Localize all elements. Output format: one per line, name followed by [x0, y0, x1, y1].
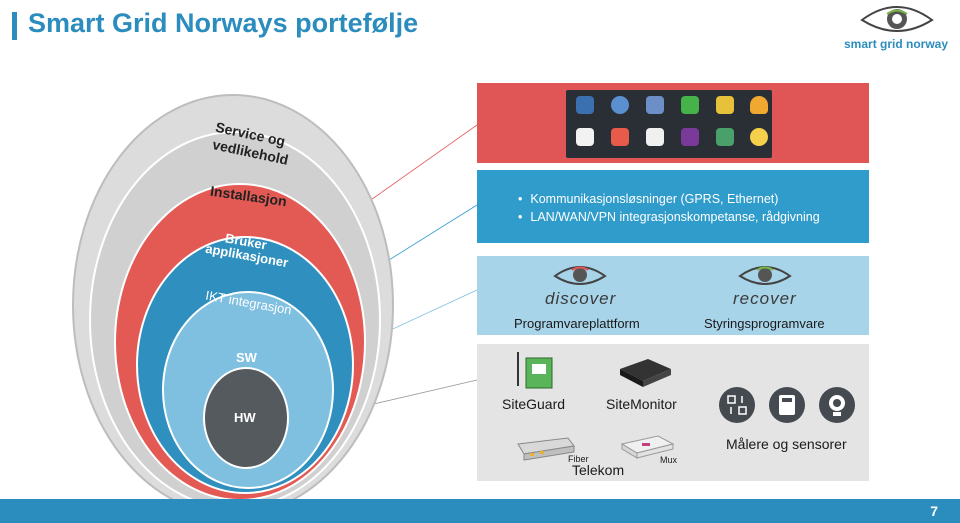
- app-icon-6: [750, 96, 768, 114]
- discover-logo-text: discover: [545, 289, 617, 308]
- title-accent-bar: [12, 12, 17, 40]
- app-icon-11: [716, 128, 734, 146]
- meter-digital-icon: [719, 387, 755, 423]
- eye-logo-icon: [860, 6, 934, 32]
- app-icon-1: [576, 96, 594, 114]
- app-icon-2: [611, 96, 629, 114]
- software-panel: [477, 256, 869, 335]
- mux-device-icon: [620, 435, 675, 459]
- footer-bar: 7: [0, 499, 960, 523]
- sensors-label: Målere og sensorer: [726, 436, 847, 452]
- app-icon-4: [681, 96, 699, 114]
- discover-caption: Programvareplattform: [514, 316, 640, 331]
- app-icon-10: [681, 128, 699, 146]
- app-icon-7: [576, 128, 594, 146]
- app-icon-12: [750, 128, 768, 146]
- sitemonitor-label: SiteMonitor: [606, 396, 677, 412]
- bullet-item: LAN/WAN/VPN integrasjonskompetanse, rådg…: [530, 208, 819, 226]
- discover-eye-icon: [553, 266, 607, 285]
- communication-bullets: Kommunikasjonsløsninger (GPRS, Ethernet)…: [530, 190, 820, 226]
- recover-caption: Styringsprogramvare: [704, 316, 825, 331]
- ring-label-hw: HW: [234, 410, 256, 425]
- siteguard-label: SiteGuard: [502, 396, 566, 412]
- page-number: 7: [930, 503, 938, 519]
- app-icons-screenshot: [566, 90, 772, 158]
- meter-display-icon: [769, 387, 805, 423]
- recover-logo-text: recover: [733, 289, 797, 308]
- recover-eye-icon: [738, 266, 792, 285]
- page-title: Smart Grid Norways portefølje: [28, 8, 419, 38]
- telekom-label: Telekom: [572, 462, 625, 478]
- fiber-label: Fiber: [568, 454, 589, 464]
- bullet-item: Kommunikasjonsløsninger (GPRS, Ethernet): [530, 190, 820, 208]
- app-icon-9: [646, 128, 664, 146]
- app-icon-5: [716, 96, 734, 114]
- sitemonitor-device-icon: [620, 359, 671, 387]
- sensor-icon: [819, 387, 855, 423]
- mux-label: Mux: [660, 455, 678, 465]
- siteguard-device-icon: [517, 352, 553, 389]
- logo-text: smart grid norway: [844, 37, 949, 51]
- app-icon-3: [646, 96, 664, 114]
- fiber-device-icon: [517, 437, 575, 461]
- app-icon-8: [611, 128, 629, 146]
- ring-label-sw: SW: [236, 350, 257, 365]
